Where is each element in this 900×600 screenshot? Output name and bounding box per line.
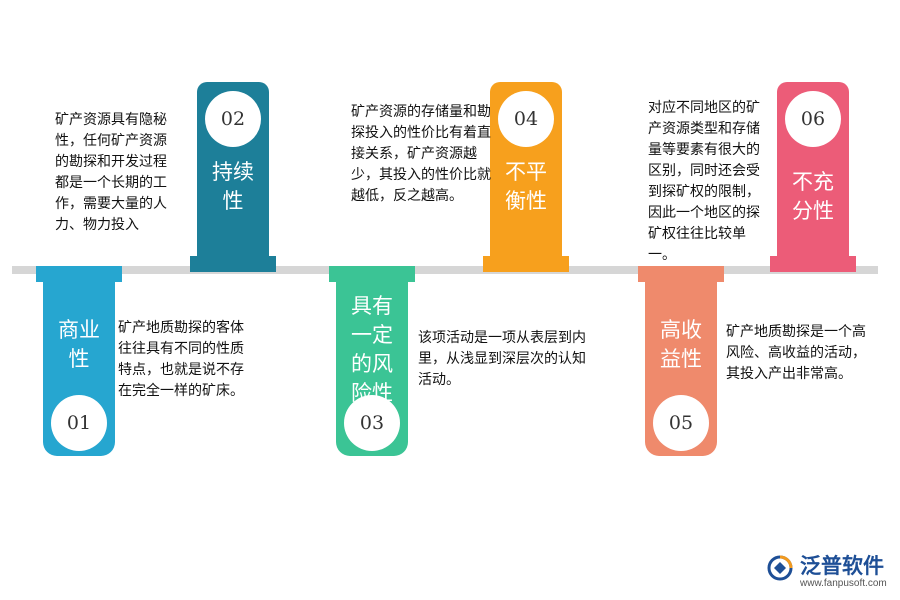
- item-number: 06: [785, 91, 841, 147]
- column: 02 持续性: [197, 82, 269, 270]
- item-number: 04: [498, 91, 554, 147]
- item-description: 矿产资源具有隐秘性，任何矿产资源的勘探和开发过程都是一个长期的工作，需要大量的人…: [55, 112, 167, 233]
- item-number: 02: [205, 91, 261, 147]
- column: 高收益性 05: [645, 280, 717, 456]
- item-number: 01: [51, 395, 107, 451]
- item-description: 矿产地质勘探的客体往往具有不同的性质特点，也就是说不存在完全一样的矿床。: [118, 320, 244, 399]
- column: 商业性 01: [43, 280, 115, 456]
- item-title: 商业性: [58, 318, 100, 371]
- item-description: 该项活动是一项从表层到内里，从浅显到深层次的认知活动。: [418, 330, 586, 388]
- column: 具有一定的风险性 03: [336, 280, 408, 456]
- column-cap: [190, 256, 276, 272]
- item-title: 具有一定的风险性: [351, 294, 393, 405]
- brand-name: 泛普软件: [800, 554, 884, 578]
- fanpu-logo: 泛普软件 www.fanpusoft.com: [764, 548, 894, 596]
- item-title: 不充分性: [792, 170, 834, 223]
- fanpu-logo-icon: [767, 555, 793, 581]
- column-cap: [770, 256, 856, 272]
- column-cap: [638, 266, 724, 282]
- item-number: 03: [344, 395, 400, 451]
- item-title: 不平衡性: [505, 160, 547, 213]
- column: 06 不充分性: [777, 82, 849, 270]
- item-title: 持续性: [212, 160, 254, 213]
- item-description: 矿产资源的存储量和勘探投入的性价比有着直接关系，矿产资源越少，其投入的性价比就越…: [351, 104, 491, 204]
- column-cap: [329, 266, 415, 282]
- item-description: 矿产地质勘探是一个高风险、高收益的活动，其投入产出非常高。: [726, 324, 866, 382]
- column-cap: [36, 266, 122, 282]
- column-cap: [483, 256, 569, 272]
- timeline-axis: [12, 266, 878, 274]
- column: 04 不平衡性: [490, 82, 562, 270]
- item-title: 高收益性: [660, 318, 702, 371]
- brand-url: www.fanpusoft.com: [800, 578, 887, 589]
- item-description: 对应不同地区的矿产资源类型和存储量等要素有很大的区别，同时还会受到探矿权的限制，…: [648, 100, 760, 263]
- item-number: 05: [653, 395, 709, 451]
